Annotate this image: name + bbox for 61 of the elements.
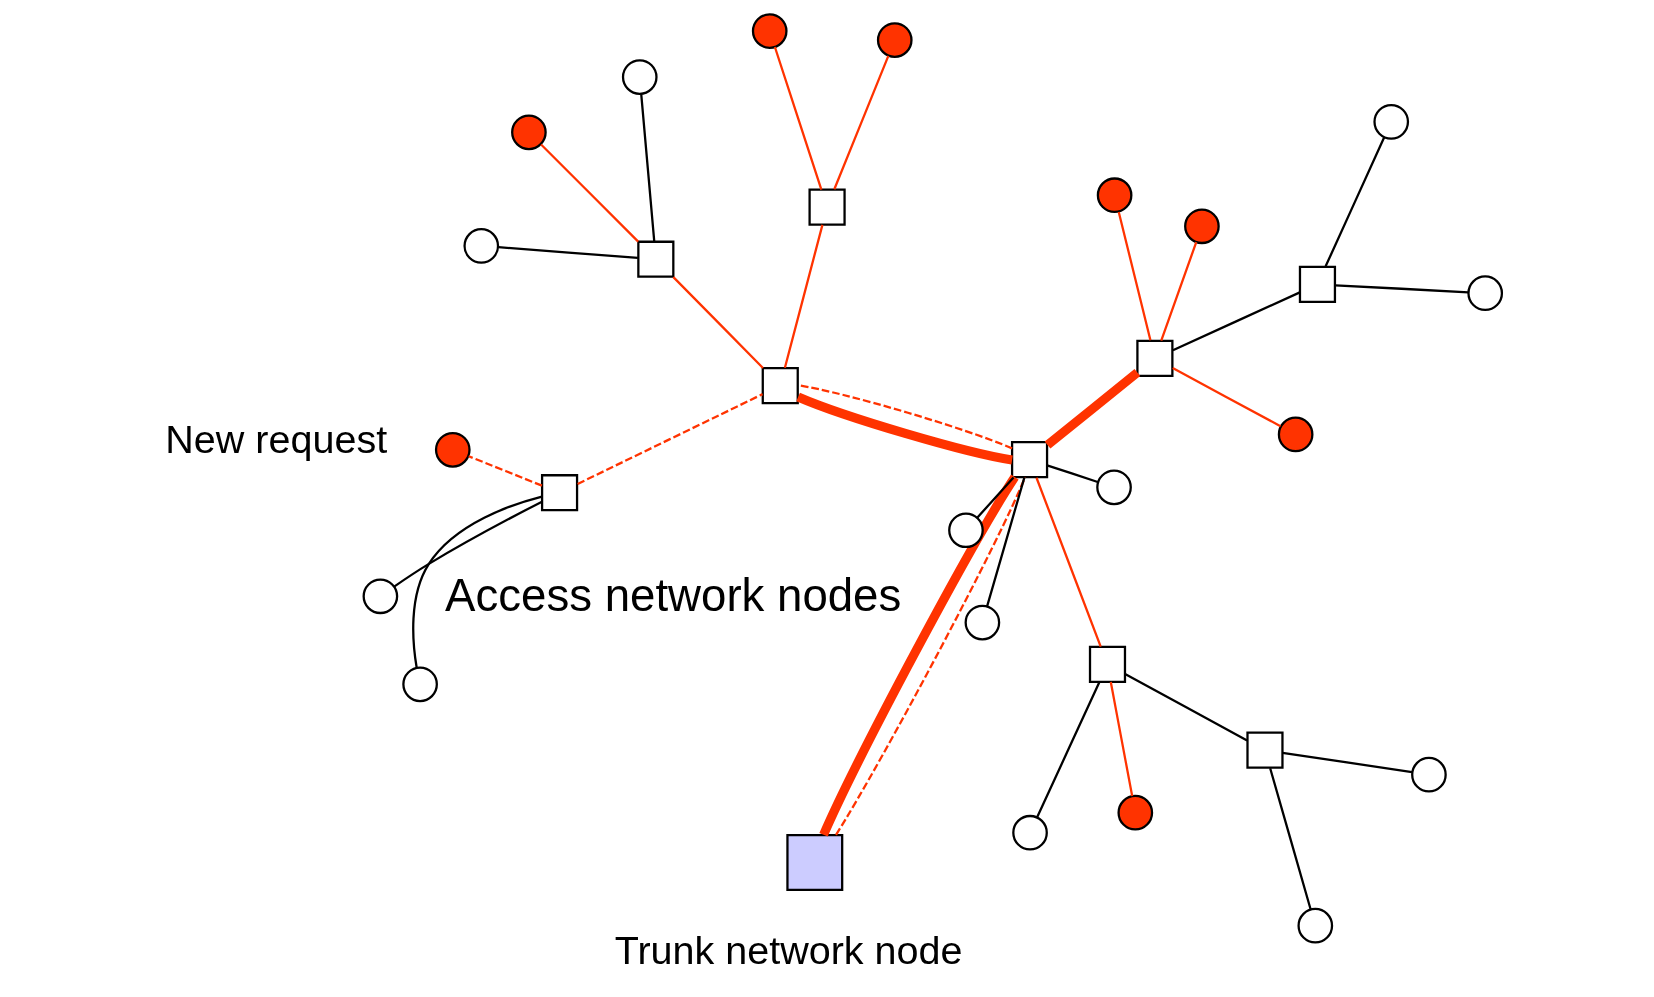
node-circle [1011,814,1048,851]
node-box [636,240,674,278]
connector [1124,673,1248,742]
node-box [1298,265,1336,303]
connector [1281,751,1412,774]
label: Access network nodes [444,570,901,622]
connector [576,393,763,485]
node-circle [462,228,499,264]
connector [467,455,542,487]
node-circle [1466,275,1503,312]
node-circle [1095,469,1132,506]
node-circle [1096,177,1132,214]
node-box [1010,440,1048,479]
connector [1171,367,1281,428]
node-box [1135,339,1174,377]
connector [393,500,542,588]
node-box [1088,645,1126,684]
node-circle [947,512,984,549]
node-label: New request [164,417,387,462]
node-circle [1183,208,1220,245]
connector [1034,477,1102,648]
node-circle [621,59,658,95]
node-box [540,474,578,512]
node-circle [510,114,547,151]
connector [497,246,638,259]
connector [975,476,1014,519]
connector [1109,681,1133,797]
connector [1171,291,1300,352]
connector [639,94,655,242]
connector [1334,284,1468,294]
node-circle [1410,756,1447,793]
node-circle [362,578,398,615]
connector [832,55,889,190]
connector [1159,241,1197,341]
node-circle [964,604,1000,641]
connector [795,392,1013,465]
connector [1035,682,1100,818]
node-circle [876,22,913,58]
connector [672,276,764,369]
node-circle [1116,794,1153,831]
node-circle [401,666,438,703]
node-circle [1372,104,1409,140]
node-circle [1277,416,1313,453]
connector [773,46,822,190]
connector [1324,137,1385,267]
connector [1046,464,1098,484]
connector [985,477,1025,607]
connector [1117,211,1152,341]
node-box [761,366,799,405]
node-circle [1296,907,1333,944]
connector [1044,369,1140,449]
connector [783,224,824,369]
node-box [785,833,843,891]
node-box [1245,731,1284,769]
node-label: Trunk network node [614,928,962,973]
connector [539,143,639,243]
node-circle [751,13,788,49]
node-box [807,188,846,226]
connector [1268,767,1312,910]
connector [411,495,542,668]
node-circle [434,431,471,468]
